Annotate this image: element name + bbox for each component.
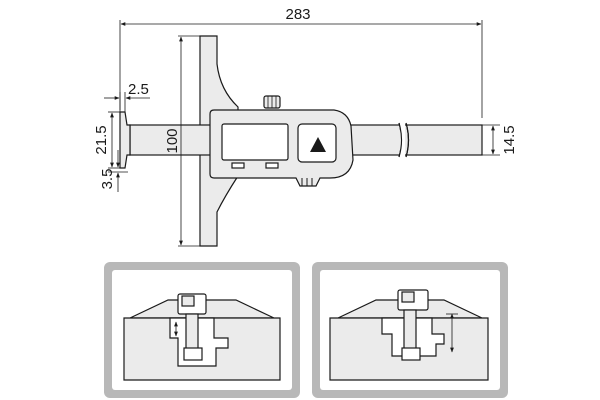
dim-overall-length: 283 xyxy=(119,6,483,118)
usage-panel-groove-depth xyxy=(312,262,508,398)
gauge-on-workpiece-icon xyxy=(329,289,489,381)
dim-base-height: 100 xyxy=(164,35,200,247)
thumb-roller-icon xyxy=(263,95,281,109)
dim-hook-height-label: 21.5 xyxy=(93,125,110,154)
dim-hook-height: 21.5 xyxy=(93,111,120,169)
usage-panel-step-depth xyxy=(104,262,300,398)
zero-button xyxy=(231,162,245,169)
dim-overall-length-label: 283 xyxy=(285,6,310,23)
dim-hook-offset: 3.5 xyxy=(99,150,128,192)
dim-base-thickness-label: 2.5 xyxy=(128,81,149,98)
mode-button xyxy=(265,162,279,169)
dim-beam-height: 14.5 xyxy=(482,124,518,156)
triangle-icon xyxy=(310,137,326,152)
gauge-hook xyxy=(119,111,131,169)
gauge-drawing: 283 xyxy=(93,6,518,247)
dim-beam-height-label: 14.5 xyxy=(501,125,518,154)
dim-base-thickness: 2.5 xyxy=(104,81,150,112)
dim-base-height-label: 100 xyxy=(164,128,181,153)
gauge-on-workpiece-icon xyxy=(123,293,281,381)
dim-hook-offset-label: 3.5 xyxy=(99,169,116,190)
lcd-display xyxy=(221,123,289,161)
